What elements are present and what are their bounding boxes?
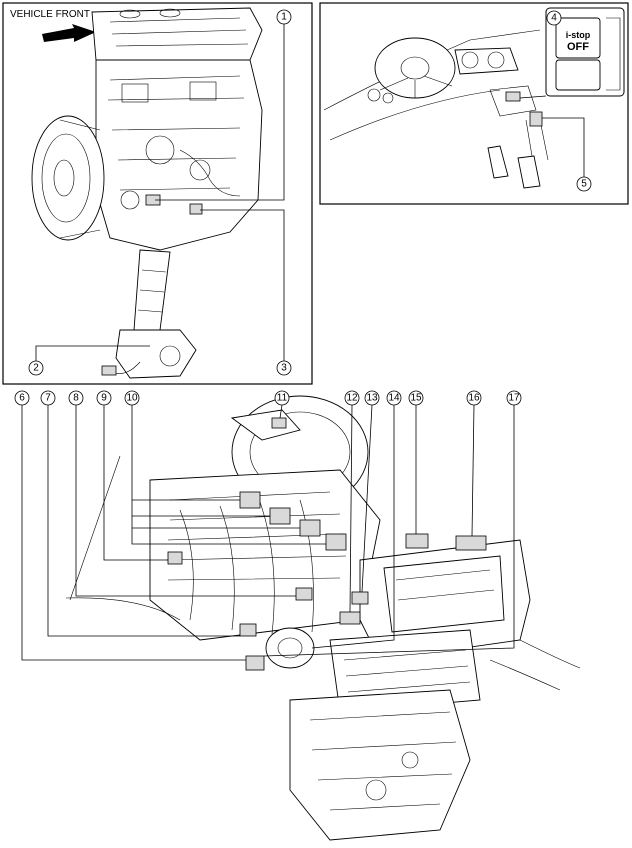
callout-7: 7 (45, 393, 51, 404)
panel-frame-dashboard (319, 2, 629, 205)
dashboard-panel: i-stop OFF 4 5 (319, 2, 629, 205)
callout-4-marker (546, 10, 562, 26)
coil-2 (269, 507, 291, 525)
component-13 (351, 591, 369, 605)
sensor-3-connector (189, 203, 203, 215)
callout-9: 9 (101, 393, 107, 404)
callout-4: 4 (551, 13, 557, 24)
component-7 (239, 623, 257, 637)
callout-11: 11 (277, 393, 288, 404)
blank-switch (555, 59, 601, 91)
callout-12: 12 (346, 393, 358, 404)
lower-callouts: 6 7 8 9 10 11 12 13 14 15 16 (14, 390, 522, 661)
coil-4 (325, 533, 347, 551)
callout-17: 17 (508, 393, 520, 404)
callout-10: 10 (126, 393, 138, 404)
callout-5: 5 (581, 179, 587, 190)
coil-1 (239, 491, 261, 509)
component-11 (271, 417, 287, 429)
istop-switch-location (505, 91, 521, 102)
panel-frame-engine (2, 2, 313, 385)
engine-block-drawing (31, 7, 263, 379)
component-16 (455, 535, 487, 551)
callout-15: 15 (410, 393, 422, 404)
vehicle-front-arrow-icon (42, 24, 96, 42)
engine-underside-panel: VEHICLE FRONT (2, 2, 313, 385)
component-9 (167, 551, 183, 565)
engine-bay-drawing (65, 395, 581, 841)
pedal-sensor-5 (529, 111, 543, 127)
sensor-2-connector (101, 365, 117, 376)
component-6 (245, 655, 265, 671)
callout-16: 16 (468, 393, 480, 404)
coil-3 (299, 519, 321, 537)
off-label: OFF (567, 41, 589, 53)
callout-14: 14 (388, 393, 400, 404)
callout-13: 13 (366, 393, 378, 404)
callout-3: 3 (281, 363, 287, 374)
callout-8: 8 (73, 393, 79, 404)
callout-1: 1 (281, 12, 287, 23)
component-12 (339, 611, 361, 625)
component-15 (405, 533, 429, 549)
dashboard-drawing (323, 29, 549, 189)
istop-off-switch (555, 17, 601, 59)
callout-6: 6 (19, 393, 25, 404)
istop-label: i-stop (566, 30, 591, 40)
vehicle-front-label: VEHICLE FRONT (10, 9, 90, 20)
callout-2: 2 (33, 363, 39, 374)
component-8 (295, 587, 313, 601)
